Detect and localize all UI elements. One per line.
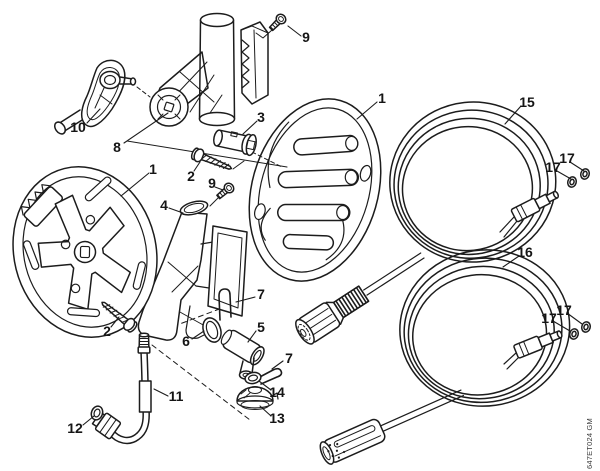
oring-17-bottom-b <box>579 320 593 334</box>
part-label-17-top-left: 17 <box>545 159 561 175</box>
hose-15-coupling <box>510 186 562 223</box>
part-label-9-mid: 9 <box>208 175 216 191</box>
part-label-2-top: 2 <box>187 168 195 184</box>
support-bracket <box>137 200 248 341</box>
part-label-6: 6 <box>182 333 190 349</box>
part-label-17-top-right: 17 <box>559 150 575 166</box>
part-label-5: 5 <box>257 319 265 335</box>
part-label-15: 15 <box>519 94 535 110</box>
diagram-id-watermark: 647ET024 GM <box>585 418 594 469</box>
part-label-14: 14 <box>269 384 285 400</box>
part-label-16: 16 <box>517 244 533 260</box>
part-label-3: 3 <box>257 109 265 125</box>
reel-disc-left <box>12 166 158 338</box>
oring-14 <box>244 371 262 385</box>
screw-2-top <box>189 145 235 176</box>
part-label-1-center: 1 <box>378 90 386 106</box>
hose-15-connector <box>295 252 425 345</box>
part-label-4: 4 <box>160 197 168 213</box>
screw-9-top <box>266 11 289 34</box>
part-label-9-top: 9 <box>302 29 310 45</box>
pin-7-right <box>255 367 283 385</box>
pin-7-top <box>218 288 232 321</box>
part-label-11: 11 <box>168 388 184 404</box>
coupling-3 <box>212 129 257 157</box>
crank-handle <box>54 59 137 135</box>
part-label-17-bottom-right: 17 <box>556 302 572 318</box>
part-label-13: 13 <box>269 410 285 426</box>
hose-16-coil <box>399 249 571 407</box>
part-label-8: 8 <box>113 139 121 155</box>
oring-6 <box>202 317 222 343</box>
upper-bracket <box>149 12 269 127</box>
grommet-13 <box>236 386 279 410</box>
part-label-12: 12 <box>67 420 83 436</box>
part-label-1-left: 1 <box>149 161 157 177</box>
leader-lines <box>82 25 585 426</box>
reel-disc-right <box>248 98 382 282</box>
hose-15-coil <box>389 101 557 263</box>
part-label-17-bottom-left: 17 <box>541 310 557 326</box>
pipe-11 <box>91 332 152 445</box>
part-label-7-top: 7 <box>257 286 265 302</box>
part-label-10: 10 <box>70 119 86 135</box>
part-label-2-bottom: 2 <box>103 323 111 339</box>
part-label-7-right: 7 <box>285 350 293 366</box>
hose-16-grip <box>319 389 465 465</box>
